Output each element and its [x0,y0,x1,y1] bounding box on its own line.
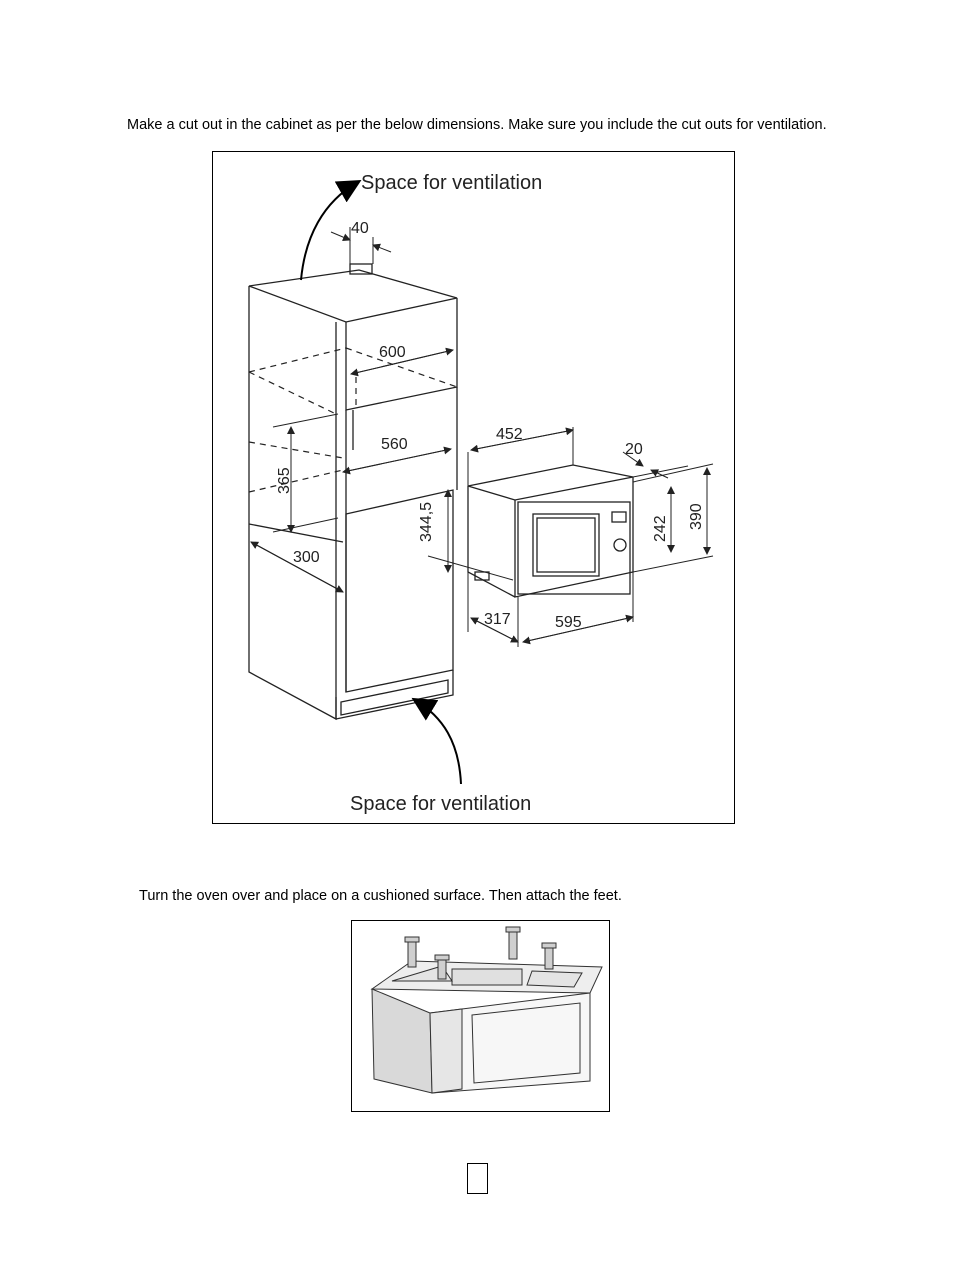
bottom-vent-arrow [411,697,462,785]
dim-317: 317 [484,611,511,628]
page-number-box [467,1163,488,1194]
dim-595: 595 [555,614,582,631]
oven-feet [404,926,557,980]
oven-feet-illustration [351,920,610,1112]
bottom-ventilation-label: Space for ventilation [350,793,531,815]
top-vent-arrow [300,180,362,281]
dim-600: 600 [379,344,406,361]
dim-390: 390 [688,503,705,530]
dim-242: 242 [652,515,669,542]
instruction-cutout-text: Make a cut out in the cabinet as per the… [127,116,827,133]
dimension-lines [250,227,714,647]
cabinet-shape [248,263,458,721]
dim-560: 560 [381,436,408,453]
dim-40: 40 [351,220,369,237]
dim-20: 20 [625,441,643,458]
dim-344-5: 344,5 [418,502,435,542]
instruction-feet-text: Turn the oven over and place on a cushio… [139,887,622,904]
top-ventilation-label: Space for ventilation [361,172,542,194]
microwave-shape [467,464,634,598]
cabinet-cutout-diagram: Space for ventilation Space for ventilat… [212,151,735,824]
dim-300: 300 [293,549,320,566]
cabinet-dashed-lines [248,347,458,493]
dim-452: 452 [496,426,523,443]
dim-365: 365 [276,467,293,494]
